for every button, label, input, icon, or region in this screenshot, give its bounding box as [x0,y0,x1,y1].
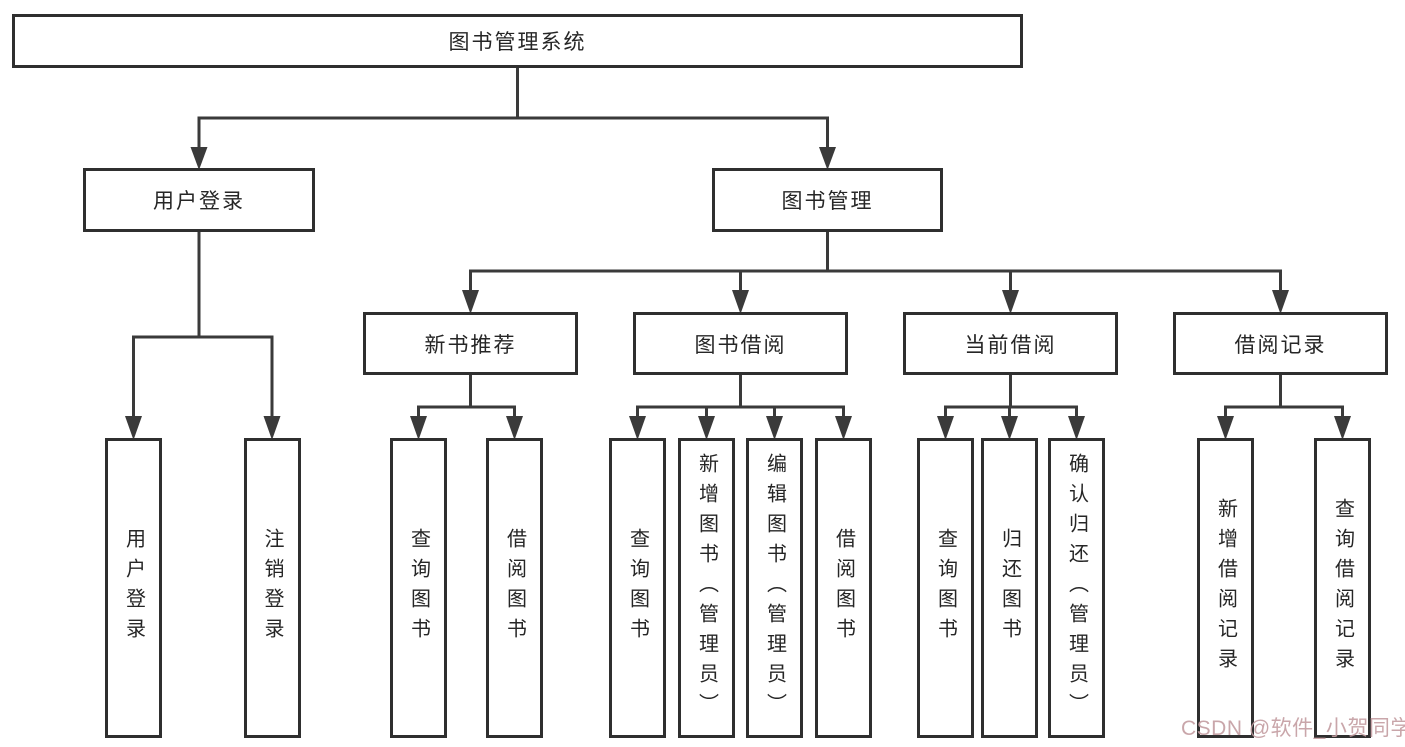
node-root: 图书管理系统 [12,14,1023,68]
arrowhead-group [125,147,1351,440]
arrow-down-icon [125,416,142,440]
node-current-borrow: 当前借阅 [903,312,1118,375]
leaf-nb-borrow-book: 借阅图书 [486,438,543,738]
arrow-down-icon [937,416,954,440]
arrow-down-icon [263,416,281,440]
arrow-down-icon [698,416,715,440]
connector-line [417,405,516,417]
connector-line [197,116,829,150]
connector-line [469,269,1282,291]
node-book-borrow: 图书借阅 [633,312,848,375]
leaf-logout-login: 注销登录 [243,438,301,738]
arrow-down-icon [732,290,749,314]
connector-line-group [132,68,1344,417]
node-borrow-record: 借阅记录 [1173,312,1388,375]
arrow-down-icon [1272,290,1289,314]
arrow-down-icon [1002,290,1019,314]
leaf-bb-borrow-book: 借阅图书 [815,438,872,738]
arrow-down-icon [462,290,479,314]
leaf-nb-query-book: 查询图书 [390,438,447,738]
node-new-book-recommend: 新书推荐 [363,312,578,375]
watermark: CSDN @软件_小贺同学 [1181,717,1405,740]
connector-line [636,405,845,417]
arrow-down-icon [506,416,523,440]
leaf-cb-return-book: 归还图书 [981,438,1038,738]
leaf-br-add-borrow-record: 新增借阅记录 [1197,438,1254,738]
leaf-cb-query-book: 查询图书 [917,438,974,738]
leaf-cb-confirm-return-admin: 确认归还（管理员） [1048,438,1105,738]
leaf-bb-query-book: 查询图书 [609,438,666,738]
arrow-down-icon [190,147,208,170]
leaf-user-login: 用户登录 [105,438,162,738]
connector-line [132,335,274,417]
arrow-down-icon [819,147,836,170]
node-user-login: 用户登录 [83,168,315,232]
arrow-down-icon [835,416,852,440]
arrow-down-icon [629,416,646,440]
leaf-bb-edit-book-admin: 编辑图书（管理员） [746,438,803,738]
arrow-down-icon [1217,416,1234,440]
arrow-down-icon [766,416,783,440]
leaf-bb-add-book-admin: 新增图书（管理员） [678,438,735,738]
arrow-down-icon [1334,416,1351,440]
arrow-down-icon [410,416,427,440]
node-book-management: 图书管理 [712,168,943,232]
leaf-br-query-borrow-record: 查询借阅记录 [1314,438,1371,738]
arrow-down-icon [1001,416,1018,440]
arrow-down-icon [1068,416,1085,440]
connector-line [1224,405,1344,417]
